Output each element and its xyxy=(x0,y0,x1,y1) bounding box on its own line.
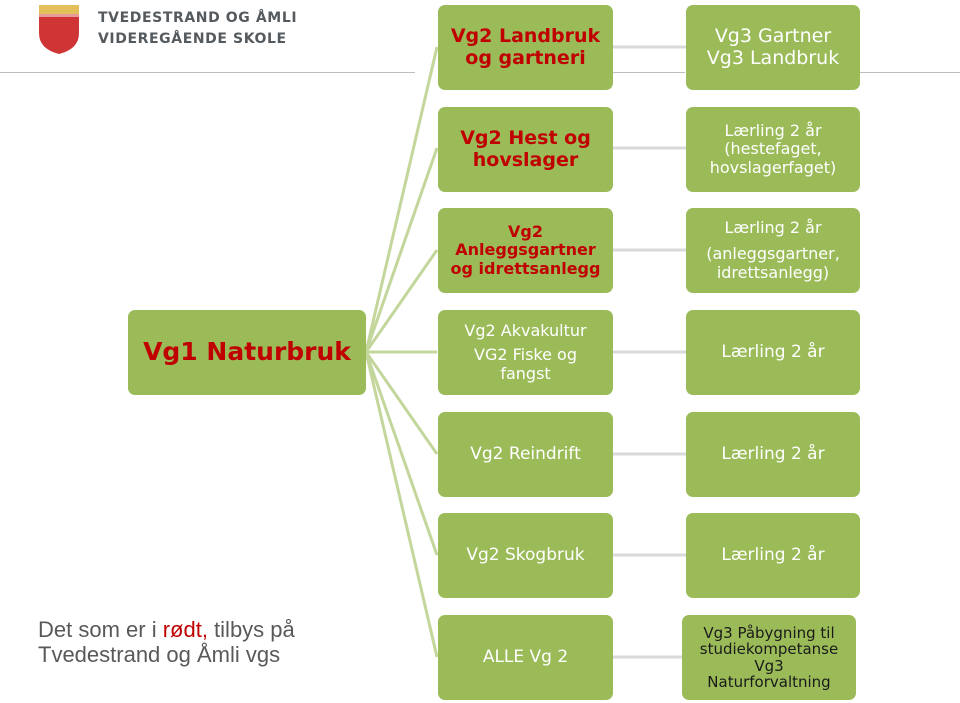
header-divider-right xyxy=(860,72,960,73)
legend-note-highlight: rødt, xyxy=(162,617,208,642)
vg3-box-1: Vg3 Gartner Vg3 Landbruk xyxy=(686,5,860,90)
vg3-box-2-line-2: (hestefaget, xyxy=(724,139,822,159)
vg3-box-2-line-1: Lærling 2 år xyxy=(724,120,822,140)
vg2-box-2: Vg2 Hest og hovslager xyxy=(438,107,613,192)
vg2-box-1-line-2: og gartneri xyxy=(465,46,586,69)
vg3-box-7-line-4: Naturforvaltning xyxy=(707,673,831,691)
vg2-box-6-line-1: Vg2 Skogbruk xyxy=(466,544,585,565)
vg2-box-1-line-1: Vg2 Landbruk xyxy=(450,24,601,47)
legend-note: Det som er i rødt, tilbys på Tvedestrand… xyxy=(38,617,295,668)
connector-vg1-vg2-2 xyxy=(364,147,439,353)
vg2-box-2-line-2: hovslager xyxy=(472,148,579,171)
vg1-naturbruk-box: Vg1 Naturbruk xyxy=(128,310,366,395)
header-divider-left xyxy=(0,72,415,73)
legend-note-line-1: Det som er i rødt, tilbys på xyxy=(38,617,295,642)
vg2-box-4-line-1: Vg2 Akvakultur xyxy=(464,320,587,340)
connector-vg1-vg2-7 xyxy=(364,351,439,658)
vg3-box-2: Lærling 2 år (hestefaget, hovslagerfaget… xyxy=(686,107,860,192)
header-divider-middle xyxy=(613,72,685,73)
vg3-box-7-line-2: studiekompetanse xyxy=(699,640,839,658)
legend-note-part-1: Det som er i xyxy=(38,617,163,642)
vg2-box-4-line-2: VG2 Fiske og xyxy=(474,345,577,365)
vg2-box-3-line-1: Vg2 xyxy=(508,221,543,241)
vg3-box-2-line-3: hovslagerfaget) xyxy=(709,157,837,177)
connector-vg1-vg2-5 xyxy=(364,351,439,455)
vg3-box-4-line-1: Lærling 2 år xyxy=(721,341,825,362)
vg3-box-5-line-1: Lærling 2 år xyxy=(721,443,825,464)
vg3-box-1-line-2: Vg3 Landbruk xyxy=(706,46,840,69)
vg2-box-6: Vg2 Skogbruk xyxy=(438,513,613,598)
vg3-box-4: Lærling 2 år xyxy=(686,310,860,395)
vg2-box-1: Vg2 Landbruk og gartneri xyxy=(438,5,613,90)
vg2-box-3-line-2: Anleggsgartner xyxy=(455,240,596,260)
vg2-box-4: Vg2 Akvakultur VG2 Fiske og fangst xyxy=(438,310,613,395)
legend-note-part-2: tilbys på xyxy=(207,617,295,642)
vg2-box-5-line-1: Vg2 Reindrift xyxy=(470,443,581,464)
legend-note-line-2: Tvedestrand og Åmli vgs xyxy=(38,642,281,668)
school-name-line1: TVEDESTRAND OG ÅMLI xyxy=(98,10,298,26)
vg3-box-7-line-3: Vg3 xyxy=(754,656,784,675)
vg3-box-6: Lærling 2 år xyxy=(686,513,860,598)
connector-vg1-vg2-6 xyxy=(364,351,439,556)
coat-of-arms-icon xyxy=(39,5,79,54)
vg2-box-4-line-3: fangst xyxy=(500,363,551,383)
vg1-label: Vg1 Naturbruk xyxy=(143,337,351,367)
vg3-box-7: Vg3 Påbygning til studiekompetanse Vg3 N… xyxy=(682,615,856,700)
vg3-box-1-line-1: Vg3 Gartner xyxy=(714,24,832,47)
vg2-box-5: Vg2 Reindrift xyxy=(438,412,613,497)
connector-vg1-vg2-3 xyxy=(364,249,439,353)
vg3-box-7-line-1: Vg3 Påbygning til xyxy=(703,623,835,642)
school-name-line2: VIDEREGÅENDE SKOLE xyxy=(98,31,287,47)
vg3-box-3-line-3: idrettsanlegg) xyxy=(716,262,830,282)
vg2-box-3: Vg2 Anleggsgartner og idrettsanlegg xyxy=(438,208,613,293)
vg3-box-6-line-1: Lærling 2 år xyxy=(721,544,825,565)
vg2-box-3-line-3: og idrettsanlegg xyxy=(450,258,601,278)
vg3-box-3: Lærling 2 år (anleggsgartner, idrettsanl… xyxy=(686,208,860,293)
vg2-box-2-line-1: Vg2 Hest og xyxy=(460,126,591,149)
vg2-box-7: ALLE Vg 2 xyxy=(438,615,613,700)
vg2-box-7-line-1: ALLE Vg 2 xyxy=(482,646,569,667)
vg3-box-3-line-1: Lærling 2 år xyxy=(724,217,822,237)
connector-vg1-vg2-1 xyxy=(364,46,439,353)
vg3-box-3-line-2: (anleggsgartner, xyxy=(706,244,840,264)
vg3-box-5: Lærling 2 år xyxy=(686,412,860,497)
